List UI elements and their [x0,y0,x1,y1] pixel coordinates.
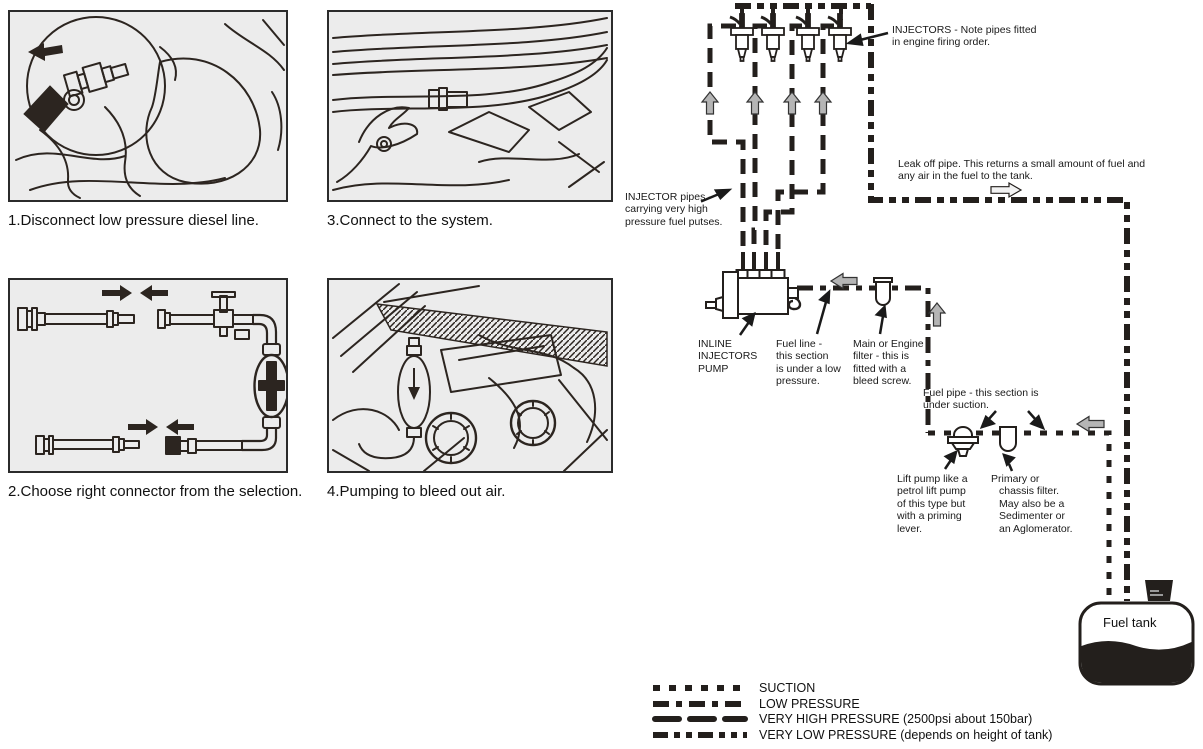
reservoir-caps-icon [424,399,557,465]
cowl-grille-icon [375,303,608,367]
legend-row-suction: SUCTION [650,681,815,695]
step-4-caption: 4.Pumping to bleed out air. [327,483,506,500]
injector-pipes-icon [707,23,834,252]
label-leak-off-pipe: Leak off pipe. This returns a small amou… [898,158,1146,183]
step-1-illustration [8,10,288,202]
injectors-icon [729,13,852,62]
legend-label: VERY LOW PRESSURE (depends on height of … [759,727,1053,742]
hand-icon [336,106,419,183]
step-2-illustration [8,278,288,473]
step-2-caption: 2.Choose right connector from the select… [8,483,303,500]
suction-line-sample-icon [653,685,747,691]
label-injector-pipes: INJECTOR pipes - carrying very high pres… [625,191,723,228]
main-filter-icon [873,277,893,306]
lift-pump-icon [947,426,979,457]
very-high-pressure-line-sample-icon [652,716,748,722]
step-4-art [332,283,608,471]
suction-line-icon [928,430,1112,601]
low-pressure-line-sample-icon [653,700,747,707]
legend-row-low-pressure: LOW PRESSURE [650,697,860,711]
disconnect-direction-arrow-icon [28,43,63,61]
connect-direction-arrows-icon [102,285,194,435]
fuel-tank-label: Fuel tank [1103,615,1157,630]
very-low-pressure-line-sample-icon [653,731,747,738]
fuel-tank-icon [1078,580,1195,686]
step-1-art [15,16,285,199]
legend-label: LOW PRESSURE [759,696,860,711]
legend-label: VERY HIGH PRESSURE (2500psi about 150bar… [759,712,1033,726]
primer-bulb-icon [358,337,431,460]
primary-filter-icon [999,426,1017,452]
annotation-arrows-icon [700,31,1046,472]
label-lift-pump: Lift pump like a petrol lift pump of thi… [897,473,968,535]
step-1-caption: 1.Disconnect low pressure diesel line. [8,212,259,229]
inline-injectors-pump-icon [705,252,802,319]
label-fuel-line: Fuel line - this section is under a low … [776,338,841,388]
label-inline-pump: INLINE INJECTORS PUMP [698,338,758,375]
hose-fitting-icon [428,87,468,111]
legend-row-very-low-pressure: VERY LOW PRESSURE (depends on height of … [650,728,1052,742]
label-primary-filter: Primary or chassis filter. May also be a… [991,473,1073,535]
hose-connector-icon [62,61,130,111]
label-fuel-pipe: Fuel pipe - this section is under suctio… [923,387,1039,412]
label-main-filter: Main or Engine filter - this is fitted w… [853,338,924,388]
step-3-illustration [327,10,613,202]
low-pressure-line-icon [797,285,931,433]
step-3-caption: 3.Connect to the system. [327,212,493,229]
step-4-illustration [327,278,613,473]
label-injectors: INJECTORS - Note pipes fitted in engine … [892,24,1037,49]
flow-arrows-icon [700,91,1105,433]
legend-label: SUCTION [759,681,816,695]
legend-row-very-high-pressure: VERY HIGH PRESSURE (2500psi about 150bar… [650,712,1032,726]
step-3-art [332,17,608,191]
step-2-art [17,285,286,455]
